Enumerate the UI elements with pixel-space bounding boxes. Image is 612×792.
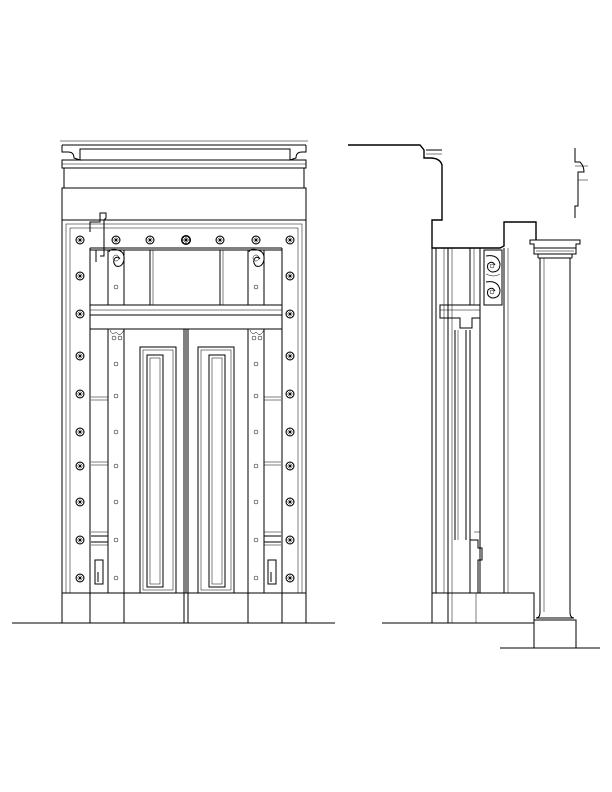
wall-fragment — [574, 148, 585, 218]
rosette — [285, 271, 295, 281]
stud — [113, 361, 119, 367]
rosette — [75, 427, 85, 437]
rosette — [215, 235, 225, 245]
rosette — [285, 461, 295, 471]
rosette — [111, 235, 121, 245]
stile-studs — [113, 284, 259, 581]
stud — [253, 284, 259, 290]
stud — [113, 537, 119, 543]
front-console-right — [248, 248, 265, 341]
stud — [113, 463, 119, 469]
rosette — [285, 427, 295, 437]
stud — [253, 575, 259, 581]
door-frame-section — [431, 248, 535, 624]
stud — [113, 499, 119, 505]
stud — [113, 284, 119, 290]
rosette — [285, 573, 295, 583]
front-elevation — [12, 140, 335, 624]
plinth — [61, 592, 307, 624]
sidelight-left — [89, 328, 125, 594]
rosette — [181, 235, 191, 245]
rosette — [75, 497, 85, 507]
stud — [113, 575, 119, 581]
stud — [253, 463, 259, 469]
door-leaf-left — [123, 328, 187, 594]
rosette — [75, 535, 85, 545]
transom-bar — [89, 304, 283, 330]
sidelight-right — [247, 328, 283, 594]
rosette — [285, 389, 295, 399]
rosette — [251, 235, 261, 245]
side-consoles — [483, 249, 503, 306]
rosette — [75, 235, 85, 245]
cornice-profile — [348, 144, 537, 249]
transom-section — [439, 304, 483, 593]
rosette — [285, 235, 295, 245]
rosette — [145, 235, 155, 245]
stud — [253, 499, 259, 505]
rosette — [75, 573, 85, 583]
rosette — [285, 535, 295, 545]
rosette — [285, 497, 295, 507]
front-console-left — [108, 248, 125, 341]
stud — [253, 537, 259, 543]
stud — [253, 393, 259, 399]
stud — [113, 429, 119, 435]
rosette — [285, 351, 295, 361]
rosette — [75, 389, 85, 399]
stud — [253, 361, 259, 367]
rosette — [75, 351, 85, 361]
rosette — [75, 271, 85, 281]
cornice — [60, 140, 308, 189]
rosettes — [75, 235, 295, 583]
side-section — [348, 144, 600, 649]
stud — [253, 429, 259, 435]
rosette — [285, 309, 295, 319]
frieze — [61, 187, 307, 221]
door-leaf-right — [185, 328, 249, 594]
rosette — [75, 461, 85, 471]
rosette — [75, 309, 85, 319]
stud — [113, 393, 119, 399]
doric-column — [529, 239, 581, 649]
